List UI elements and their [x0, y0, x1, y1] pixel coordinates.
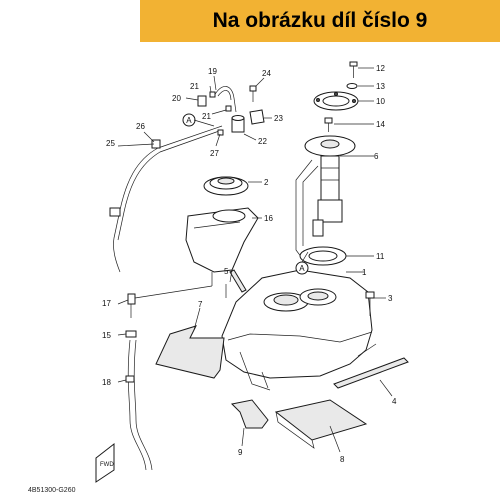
part-9-bracket[interactable] — [230, 399, 269, 429]
callout-14: 14 — [376, 120, 385, 129]
callout-19: 19 — [208, 67, 217, 76]
callout-24: 24 — [262, 69, 271, 78]
svg-text:FWD: FWD — [100, 462, 114, 468]
callout-13: 13 — [376, 82, 385, 91]
part-20-fitting[interactable] — [197, 95, 207, 107]
callout-15: 15 — [102, 331, 111, 340]
part-3-bolt[interactable] — [365, 291, 375, 316]
title-banner: Na obrázku díl číslo 9 — [140, 0, 500, 42]
callout-7: 7 — [198, 300, 203, 309]
part-12-bolt[interactable] — [349, 61, 358, 78]
callout-18: 18 — [102, 378, 111, 387]
callout-25: 25 — [106, 139, 115, 148]
callout-2: 2 — [264, 178, 269, 187]
callout-11: 11 — [376, 252, 385, 261]
diagram-code: 4B51300-G260 — [28, 487, 76, 494]
callout-3: 3 — [388, 294, 393, 303]
part-5-tube[interactable] — [229, 269, 247, 293]
part-14-screw[interactable] — [324, 117, 333, 132]
callout-16: 16 — [264, 214, 273, 223]
part-17-fitting[interactable] — [127, 293, 136, 305]
part-24-screw[interactable] — [249, 85, 257, 102]
callout-26: 26 — [136, 122, 145, 131]
svg-text:A: A — [299, 264, 305, 273]
fwd-arrow-icon: FWD — [95, 442, 115, 483]
callout-numbers: 1 2 3 4 5 6 7 8 9 10 11 12 13 14 15 16 1… — [102, 64, 397, 464]
part-4-strip[interactable] — [333, 357, 409, 389]
part-25-hose[interactable] — [109, 125, 223, 273]
reference-mark-a-top: A — [182, 113, 196, 127]
callout-22: 22 — [258, 137, 267, 146]
part-2-fuel-cap[interactable] — [203, 176, 249, 196]
part-27-clip[interactable] — [217, 129, 224, 136]
part-11-seal-ring[interactable] — [299, 246, 347, 266]
part-1-fuel-tank[interactable] — [221, 269, 377, 391]
callout-4: 4 — [392, 397, 397, 406]
part-19-hose[interactable] — [213, 86, 237, 113]
callout-21a: 21 — [190, 82, 199, 91]
callout-6: 6 — [374, 152, 379, 161]
part-21-clamp-b[interactable] — [225, 105, 232, 112]
callout-10: 10 — [376, 97, 385, 106]
callout-8: 8 — [340, 455, 345, 464]
banner-title: Na obrázku díl číslo 9 — [212, 9, 428, 32]
callout-5: 5 — [224, 267, 229, 276]
part-7-pad[interactable] — [155, 325, 225, 379]
callout-12: 12 — [376, 64, 385, 73]
callout-17: 17 — [102, 299, 111, 308]
svg-text:A: A — [186, 116, 192, 125]
part-23-bracket[interactable] — [249, 109, 265, 125]
part-22-valve[interactable] — [231, 115, 245, 133]
part-21-clamp-a[interactable] — [209, 91, 216, 98]
leader-lines — [117, 67, 393, 453]
callout-23: 23 — [274, 114, 283, 123]
part-16-cover[interactable] — [185, 207, 259, 286]
part-15-clamp[interactable] — [125, 330, 137, 338]
part-6-fuel-pump[interactable] — [295, 135, 356, 263]
reference-mark-a-tank: A — [295, 261, 309, 275]
callout-27: 27 — [210, 149, 219, 158]
callout-1: 1 — [362, 268, 367, 277]
part-18-hose[interactable] — [125, 339, 153, 471]
part-8-pad[interactable] — [274, 399, 368, 449]
callout-20: 20 — [172, 94, 181, 103]
callout-9: 9 — [238, 448, 243, 457]
callout-21b: 21 — [202, 112, 211, 121]
part-13-washer[interactable] — [346, 83, 358, 89]
part-10-plate[interactable] — [313, 91, 359, 111]
